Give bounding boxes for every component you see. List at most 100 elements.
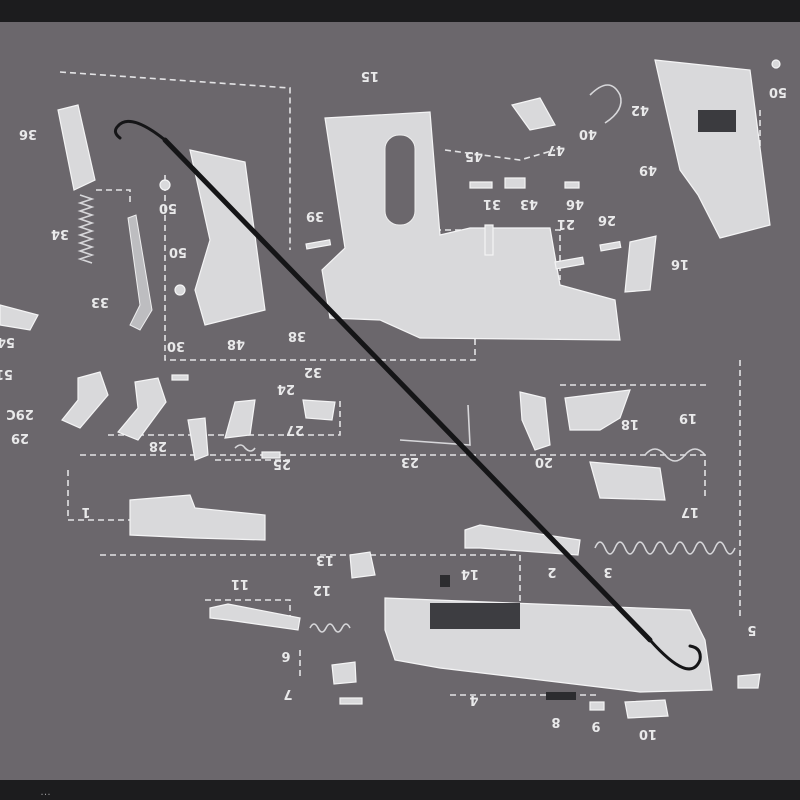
callout-label: 3 (603, 564, 612, 579)
part-16 (624, 235, 657, 293)
pick-tool-hook-bottom (648, 638, 702, 671)
part-25 (234, 444, 256, 452)
callout-label: 2 (547, 564, 556, 579)
callout-label: 50 (169, 244, 187, 259)
part-10 (624, 699, 669, 719)
callout-label: 18 (621, 416, 639, 431)
part-50-a (159, 179, 171, 191)
part-42-spring (589, 84, 622, 124)
callout-label: 19 (679, 410, 697, 425)
callout-label: 54 (0, 334, 15, 349)
callout-label: 43 (520, 196, 538, 211)
part-27 (261, 451, 281, 459)
part-frame-window (384, 134, 416, 226)
part-50-c (771, 59, 781, 69)
callout-label: 42 (631, 102, 649, 117)
callout-label: 7 (283, 686, 292, 701)
callout-label: 8 (551, 714, 560, 729)
part-grip-emblem (698, 110, 736, 132)
part-13 (349, 551, 376, 579)
callout-label: 16 (671, 256, 689, 271)
bottom-border (0, 780, 800, 800)
top-border (0, 0, 800, 22)
part-guide-rod (464, 524, 581, 556)
part-24 (224, 399, 256, 439)
part-54 (0, 304, 39, 331)
part-32 (302, 399, 336, 421)
callout-label: 29C (6, 406, 34, 421)
callout-label: 33 (91, 294, 109, 309)
part-31 (484, 224, 494, 256)
part-50-b (174, 284, 186, 296)
callout-label: 29 (11, 430, 29, 445)
callout-label: 50 (159, 200, 177, 215)
callout-label: 13 (316, 552, 334, 567)
part-40 (510, 97, 556, 131)
callout-label: 26 (598, 212, 616, 227)
callout-label: 21 (557, 216, 575, 231)
part-recoil-spring (594, 541, 736, 555)
callout-label: 51 (0, 366, 13, 381)
part-18 (564, 389, 631, 431)
callout-label: 25 (273, 456, 291, 471)
part-grip-panel-right (654, 59, 771, 239)
callout-label: 45 (465, 148, 483, 163)
callout-label: 10 (639, 726, 657, 741)
part-46 (564, 181, 580, 189)
callout-label: 9 (591, 718, 600, 733)
callout-label: 38 (288, 328, 306, 343)
part-hammer-29c (61, 371, 109, 429)
part-23-spring (399, 404, 471, 446)
callout-label: 36 (19, 126, 37, 141)
part-slide-serrations (430, 603, 520, 629)
callout-label: 17 (681, 504, 699, 519)
part-6 (331, 661, 357, 685)
callout-label: 15 (361, 68, 379, 83)
bottom-strip-text: … (40, 786, 51, 798)
callout-label: 4 (469, 692, 478, 707)
callout-label: 39 (306, 208, 324, 223)
diagram-parts (0, 59, 781, 719)
part-5 (737, 673, 761, 689)
part-7 (339, 697, 363, 705)
part-28 (187, 417, 209, 461)
callout-label: 50 (769, 84, 787, 99)
callout-label: 47 (547, 142, 565, 157)
callout-label: 49 (639, 162, 657, 177)
part-spring-19 (644, 448, 706, 462)
part-20 (519, 391, 551, 451)
callout-label: 12 (313, 582, 331, 597)
callout-label: 46 (566, 196, 584, 211)
part-11 (209, 603, 301, 631)
part-barrel (129, 494, 266, 541)
callout-label: 28 (149, 438, 167, 453)
pick-tool-icon (113, 119, 702, 671)
callout-label: 32 (304, 364, 322, 379)
part-17 (589, 461, 666, 501)
callout-label: 31 (483, 196, 501, 211)
part-39 (305, 239, 332, 250)
part-grip-panel (189, 149, 266, 326)
part-lever-33 (127, 214, 153, 331)
part-26 (599, 240, 622, 252)
part-43 (504, 177, 526, 189)
part-hammer-29 (117, 377, 167, 441)
callout-label: 24 (277, 381, 295, 396)
callout-label: 27 (286, 422, 304, 437)
callout-label: 6 (281, 648, 290, 663)
part-mag-catch (57, 104, 96, 191)
callout-label: 5 (747, 622, 756, 637)
pick-tool-shaft (162, 137, 653, 643)
callout-label: 34 (51, 226, 69, 241)
part-14 (440, 575, 450, 587)
pick-tool-hook-top (113, 119, 167, 142)
part-9 (589, 701, 605, 711)
callout-label: 23 (401, 454, 419, 469)
part-8 (546, 692, 576, 700)
callout-label: 1 (81, 504, 90, 519)
callout-label: 20 (535, 454, 553, 469)
callout-label: 30 (167, 338, 185, 353)
callout-label: 14 (461, 566, 479, 581)
callout-label: 40 (579, 126, 597, 141)
